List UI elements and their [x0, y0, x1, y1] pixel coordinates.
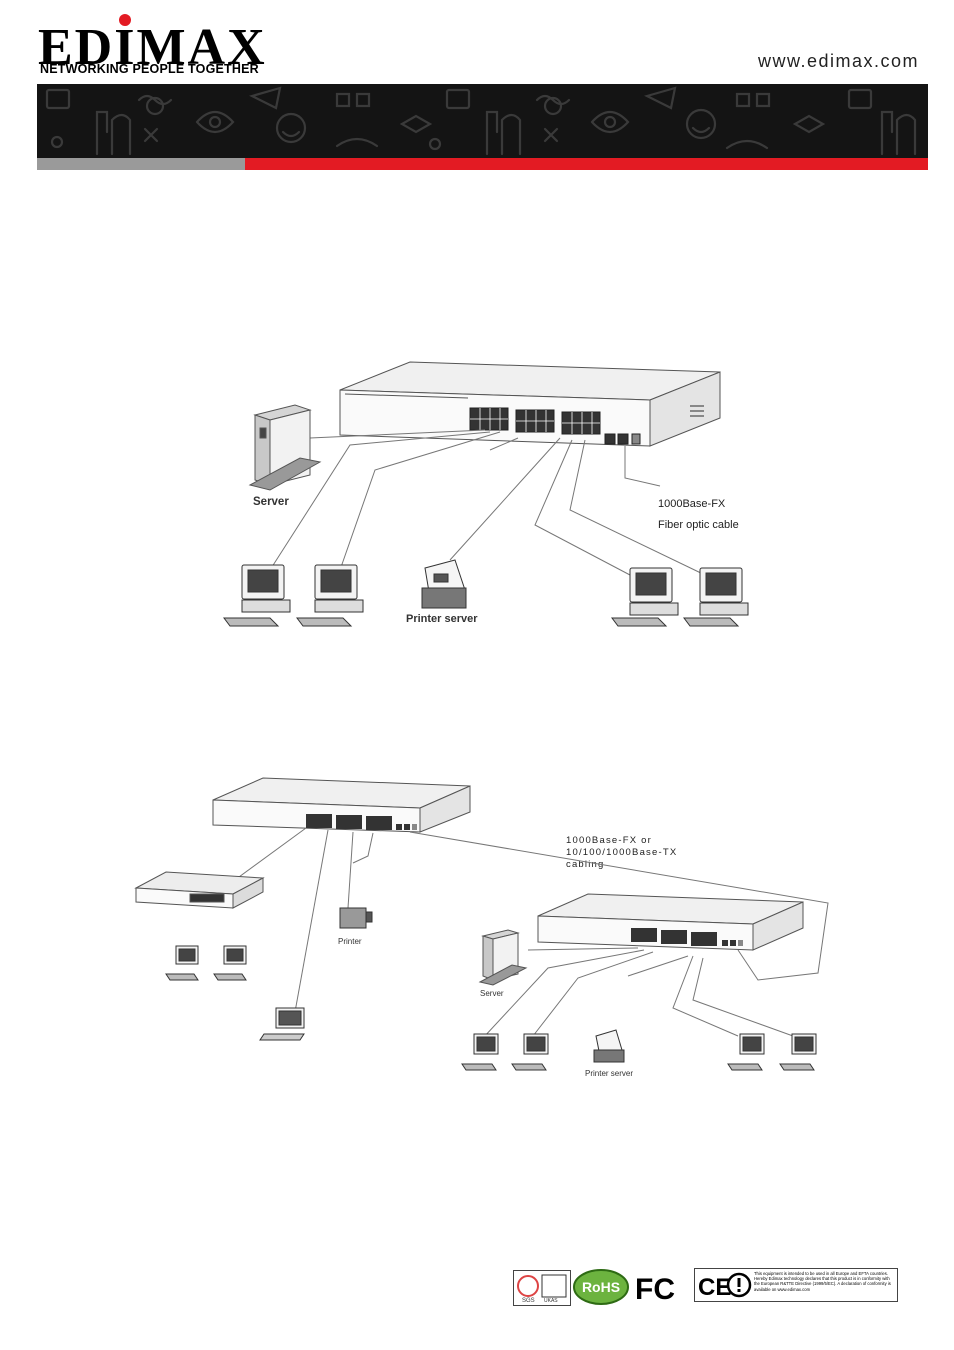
ce-cert: CE	[694, 1268, 898, 1302]
ukas-crown-icon	[541, 1274, 567, 1298]
computer-small-4	[511, 1033, 549, 1071]
fiber-title-label: 1000Base-FX	[658, 498, 726, 510]
sgs-label: SGS	[522, 1298, 535, 1304]
logo-dot	[119, 14, 131, 26]
alert-circle-icon	[726, 1272, 752, 1298]
smiley-icon	[275, 112, 307, 144]
edimax-logo: EDIMAX	[38, 19, 267, 76]
ce-declaration-text: This equipment is intended to be used in…	[754, 1271, 891, 1292]
music-note-icon	[95, 110, 109, 156]
gear-icon	[50, 135, 64, 149]
cable-server	[309, 429, 486, 439]
leaf-icon	[335, 137, 379, 148]
pen-icon	[248, 86, 282, 110]
computer-icon-4	[683, 567, 749, 627]
fc-label: FC	[635, 1273, 675, 1304]
cabling-label-1: 1000Base-FX or	[566, 835, 652, 846]
printer-server-label: Printer server	[406, 613, 478, 625]
server-tower	[248, 404, 322, 491]
printer-server-icon	[421, 559, 467, 609]
computer-small-5	[727, 1033, 765, 1071]
cabling-label-2: 10/100/1000Base-TX	[566, 847, 677, 858]
ukas-label: UKAS	[544, 1298, 558, 1304]
server-tower-2	[478, 929, 528, 986]
cables	[269, 429, 706, 576]
fcc-cert: FC	[635, 1273, 675, 1304]
sgs-ukas-cert: SGS UKAS	[513, 1270, 571, 1306]
puzzle-icon	[335, 92, 371, 108]
network-diagram-2: 1000Base-FX or 10/100/1000Base-TX cablin…	[134, 777, 829, 1078]
switch-side	[649, 371, 721, 447]
cable-fiber	[624, 446, 661, 487]
server-label-2: Server	[480, 989, 504, 998]
fiber-sub-label: Fiber optic cable	[658, 519, 739, 531]
computer-icon-2	[296, 564, 364, 627]
cabling-label-3: cabling	[566, 859, 605, 870]
printer-server-label-2: Printer server	[585, 1069, 633, 1078]
header-bar-red	[245, 158, 928, 170]
printer-server-icon-2	[593, 1029, 625, 1063]
computer-small-1	[165, 945, 199, 981]
header-banner	[37, 84, 928, 158]
computer-small-6	[779, 1033, 817, 1071]
server-label: Server	[253, 496, 289, 508]
computer-icon-1	[223, 564, 291, 627]
cable-inter-switch	[409, 831, 829, 981]
monitor-icon	[45, 88, 71, 110]
printer-icon	[339, 907, 373, 929]
laptop-icon	[259, 1007, 305, 1041]
computer-small-3	[461, 1033, 499, 1071]
gamepad-icon	[137, 94, 173, 106]
handshake-icon	[399, 114, 433, 134]
sgs-seal-icon	[517, 1275, 539, 1297]
tagline: NETWORKING PEOPLE TOGETHER	[40, 62, 259, 76]
eye-icon	[195, 110, 235, 134]
printer-label: Printer	[338, 937, 362, 946]
website-url[interactable]: www.edimax.com	[758, 51, 920, 71]
computer-icon-3	[611, 567, 679, 627]
rohs-cert: RoHS	[573, 1269, 629, 1305]
header-bar-gray	[37, 158, 245, 170]
door-icon	[110, 113, 132, 156]
ce-label: CE	[698, 1274, 731, 1301]
rohs-label: RoHS	[582, 1279, 620, 1295]
cross-icon	[143, 127, 159, 143]
banner-doodles	[45, 86, 917, 156]
computer-small-2	[213, 945, 247, 981]
network-diagram-1: Server 1000Base-FX Fiber optic cable Pri…	[223, 361, 749, 627]
